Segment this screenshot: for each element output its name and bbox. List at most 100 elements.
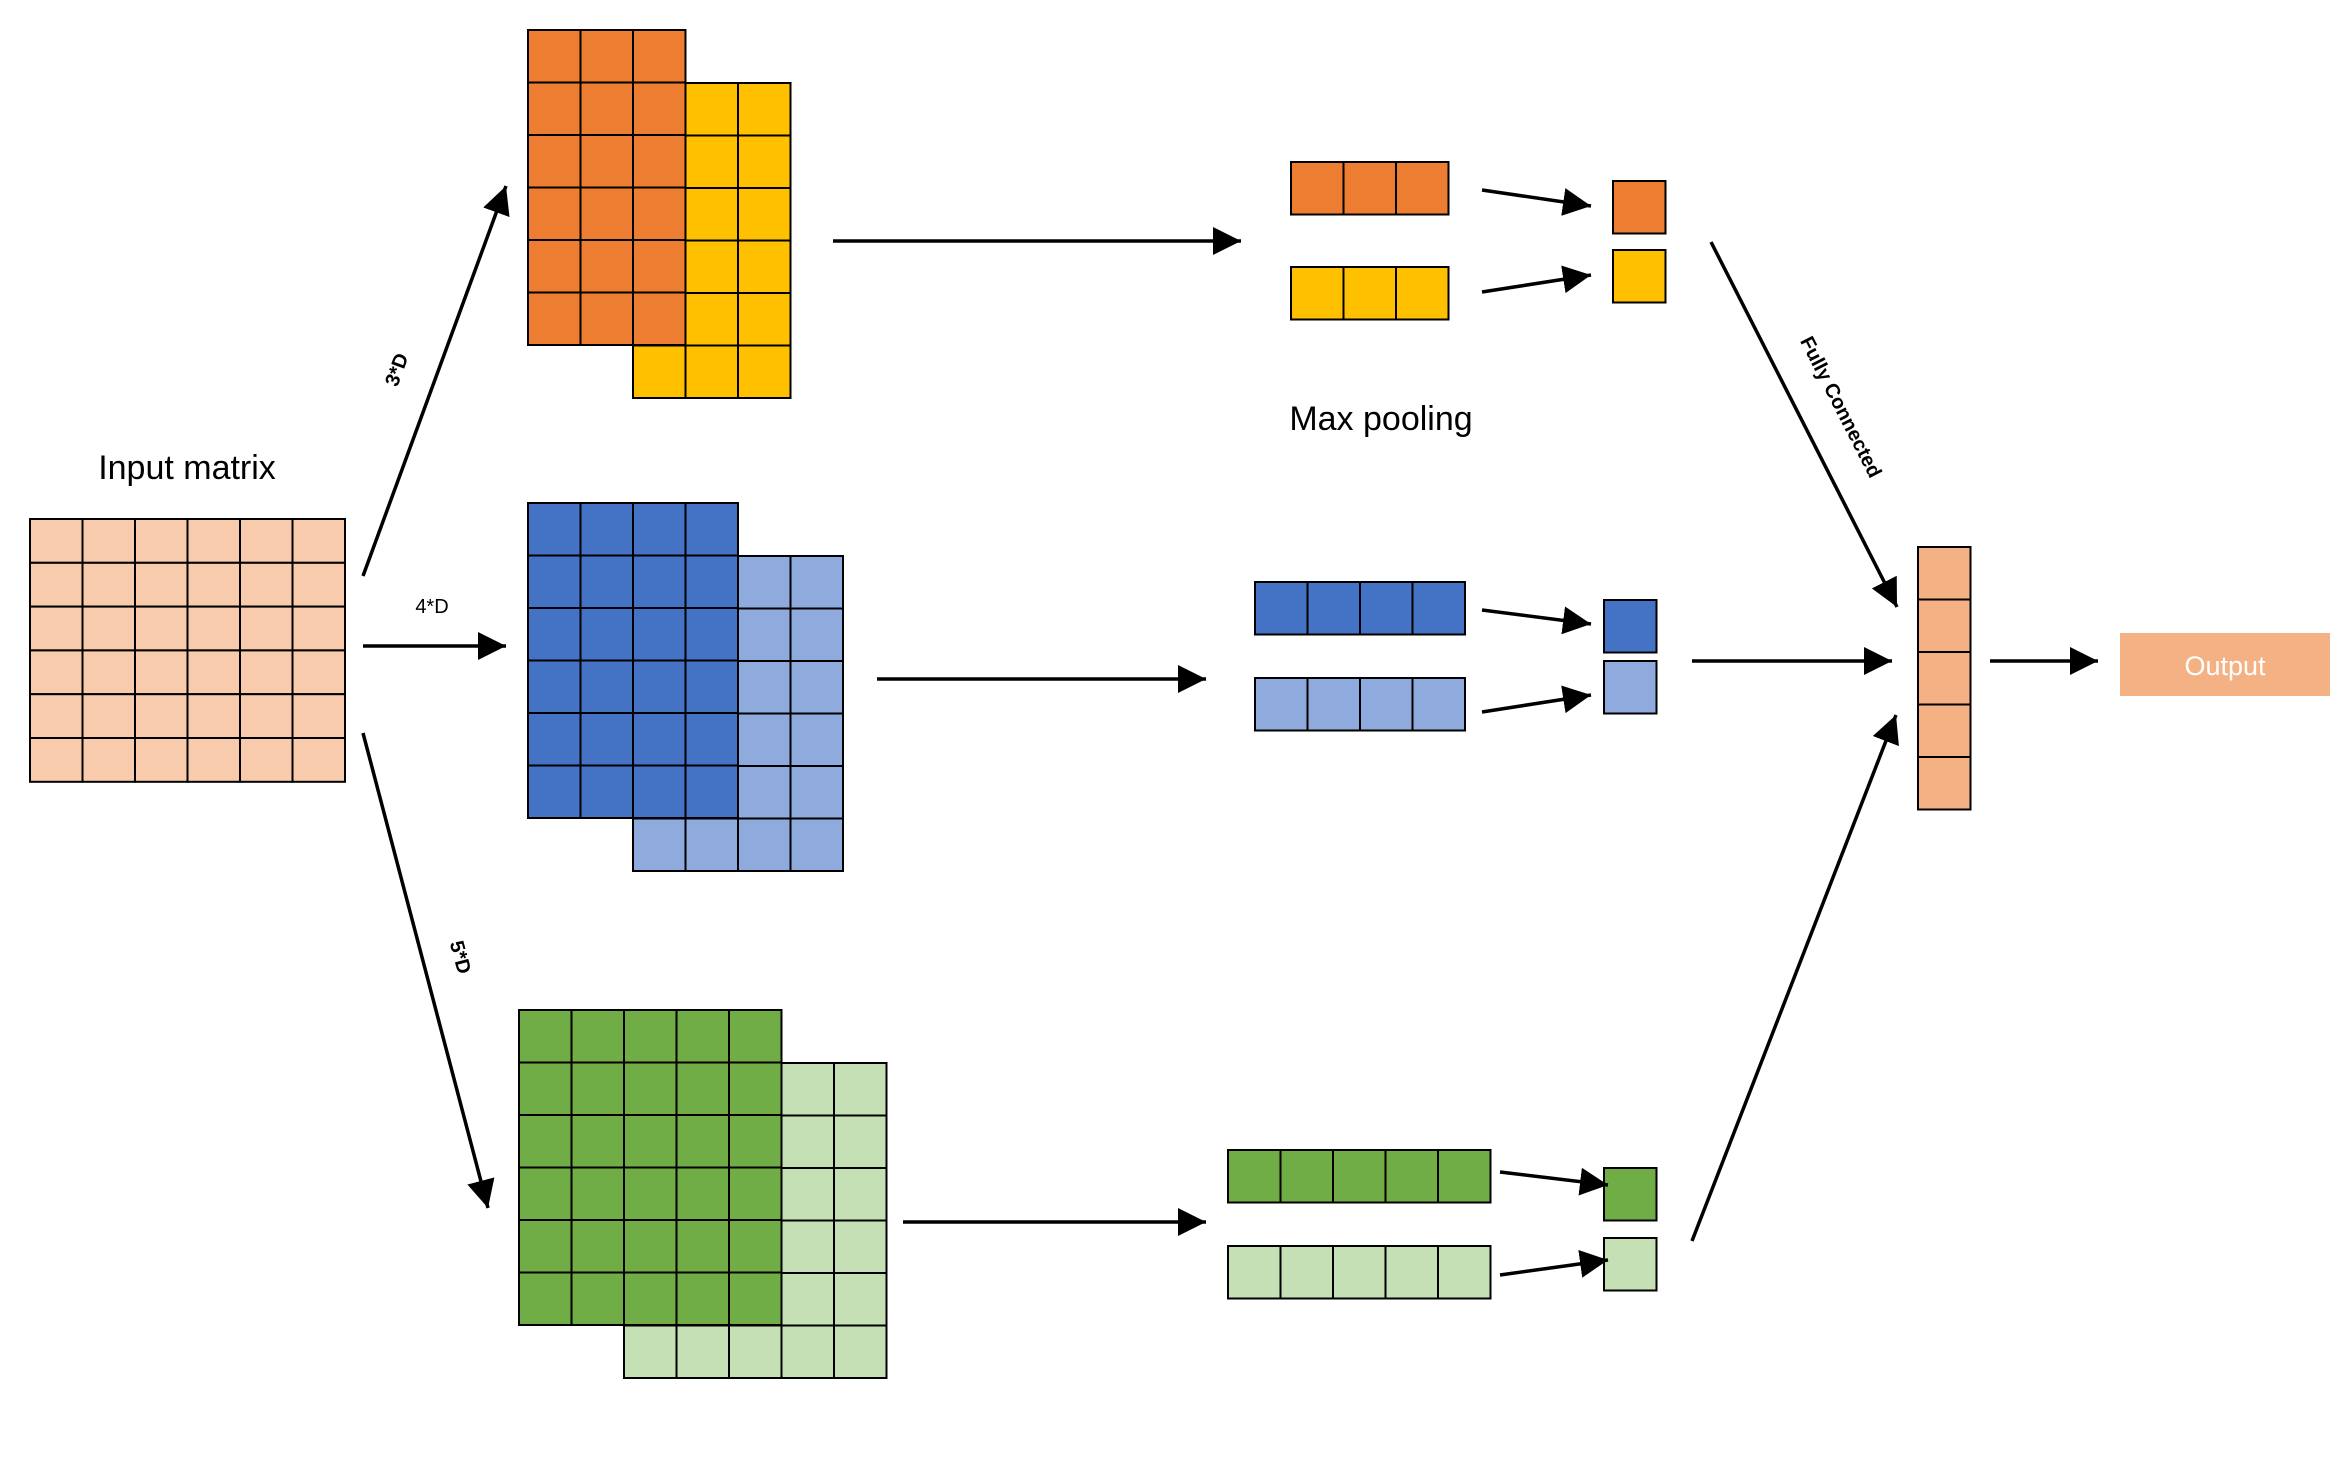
kernel-4d-label: 4*D [415, 596, 448, 618]
k3-dark-cell [527, 29, 582, 84]
k4-light-cell [789, 660, 844, 715]
k3-dark-cell [632, 29, 687, 84]
k5-light-cell [833, 1324, 888, 1379]
k4-light-cell [737, 817, 792, 872]
k4-light-cell [737, 607, 792, 662]
k4-dark-cell [579, 659, 634, 714]
k5-light-cell [728, 1324, 783, 1379]
k5-dark-cell [518, 1271, 573, 1326]
fc-cell [1917, 598, 1972, 653]
input-cell [81, 518, 136, 564]
input-cell [186, 561, 241, 608]
arrow-k3-yellow-to-max [1481, 265, 1592, 294]
input-cell [134, 518, 189, 564]
max-k5-green-cell [1603, 1167, 1658, 1222]
k5-vector-cell [1437, 1245, 1492, 1300]
k5-vector-cell [1384, 1149, 1439, 1204]
input-cell [186, 518, 241, 564]
k4-light-cell [789, 817, 844, 872]
k4-dark-cell [632, 607, 687, 662]
arrow-input-to-k5 [361, 732, 495, 1209]
k4-dark-cell [684, 712, 739, 767]
input-matrix-label: Input matrix [98, 449, 276, 487]
k3-dark-cell [579, 29, 634, 84]
k4-dark-cell [527, 659, 582, 714]
k3-dark-cell [579, 291, 634, 346]
arrow-k4-lightblue-to-max [1481, 685, 1592, 714]
k3-light-cell [684, 292, 739, 347]
k4-light-cell [684, 817, 739, 872]
k5-dark-cell [728, 1271, 783, 1326]
k5-dark-cell [570, 1166, 625, 1221]
k3-vector-cell [1395, 161, 1450, 216]
k3-light-cell [737, 344, 792, 399]
input-cell [239, 737, 294, 783]
k3-dark-cell [527, 291, 582, 346]
k3-vector-cell [1290, 161, 1345, 216]
k5-vector-cell [1332, 1245, 1387, 1300]
k3-light-cell [737, 134, 792, 189]
arrow-input-to-k3 [361, 185, 510, 577]
arrow-k3-orange-to-max [1481, 188, 1592, 216]
k3-pooled-vector-orange [1290, 161, 1450, 216]
fc-cell [1917, 651, 1972, 706]
k4-dark-cell [684, 659, 739, 714]
k4-light-cell [737, 712, 792, 767]
max-k3-orange-cell [1612, 180, 1667, 235]
k5-dark-cell [518, 1009, 573, 1064]
k4-dark-cell [527, 712, 582, 767]
k5-dark-cell [518, 1061, 573, 1116]
k3-dark-cell [579, 134, 634, 189]
k5-light-cell [780, 1062, 835, 1117]
k5-light-cell [780, 1324, 835, 1379]
k5-light-cell [833, 1167, 888, 1222]
k5-dark-cell [675, 1271, 730, 1326]
k4-light-cell [789, 555, 844, 610]
k5-dark-cell [518, 1219, 573, 1274]
input-cell [29, 693, 84, 740]
k4-light-cell [737, 555, 792, 610]
k3-dark-cell [579, 81, 634, 136]
k4-light-cell [632, 817, 687, 872]
k5-light-cell [833, 1114, 888, 1169]
k3-light-cell [684, 82, 739, 137]
input-cell [291, 737, 346, 783]
fully-connected-layer [1917, 546, 1972, 811]
k4-pooled-vector-light-blue [1254, 677, 1466, 732]
k5-pooled-vector-green [1227, 1149, 1492, 1204]
k4-dark-cell [527, 502, 582, 557]
k3-light-cell [737, 292, 792, 347]
k4-light-cell [789, 765, 844, 820]
k3-dark-cell [632, 186, 687, 241]
k4-light-cell [789, 607, 844, 662]
k5-dark-cell [623, 1061, 678, 1116]
k5-dark-cell [623, 1166, 678, 1221]
k3-pooled-vector-yellow [1290, 266, 1450, 321]
k3-dark-cell [632, 291, 687, 346]
k5-dark-cell [675, 1219, 730, 1274]
max-k4-light-blue-cell [1603, 660, 1658, 715]
input-cell [186, 649, 241, 696]
k4-dark-cell [684, 554, 739, 609]
arrow-k5-lightgreen-to-max [1499, 1249, 1609, 1278]
k3-vector-cell [1395, 266, 1450, 321]
k4-vector-cell [1254, 581, 1309, 636]
k5-dark-cell [728, 1061, 783, 1116]
input-cell [291, 518, 346, 564]
k5-feature-map-green [518, 1009, 783, 1326]
k4-light-cell [737, 660, 792, 715]
k4-dark-cell [579, 712, 634, 767]
input-cell [186, 693, 241, 740]
k5-light-cell [675, 1324, 730, 1379]
k4-dark-cell [579, 502, 634, 557]
arrow-k5-green-to-max [1499, 1167, 1609, 1196]
k4-light-cell [789, 712, 844, 767]
k5-dark-cell [570, 1061, 625, 1116]
k5-dark-cell [623, 1271, 678, 1326]
k5-dark-cell [518, 1114, 573, 1169]
input-cell [134, 605, 189, 652]
k4-dark-cell [684, 764, 739, 819]
max-pooling-label: Max pooling [1289, 400, 1472, 438]
k5-dark-cell [570, 1114, 625, 1169]
k4-dark-cell [632, 502, 687, 557]
